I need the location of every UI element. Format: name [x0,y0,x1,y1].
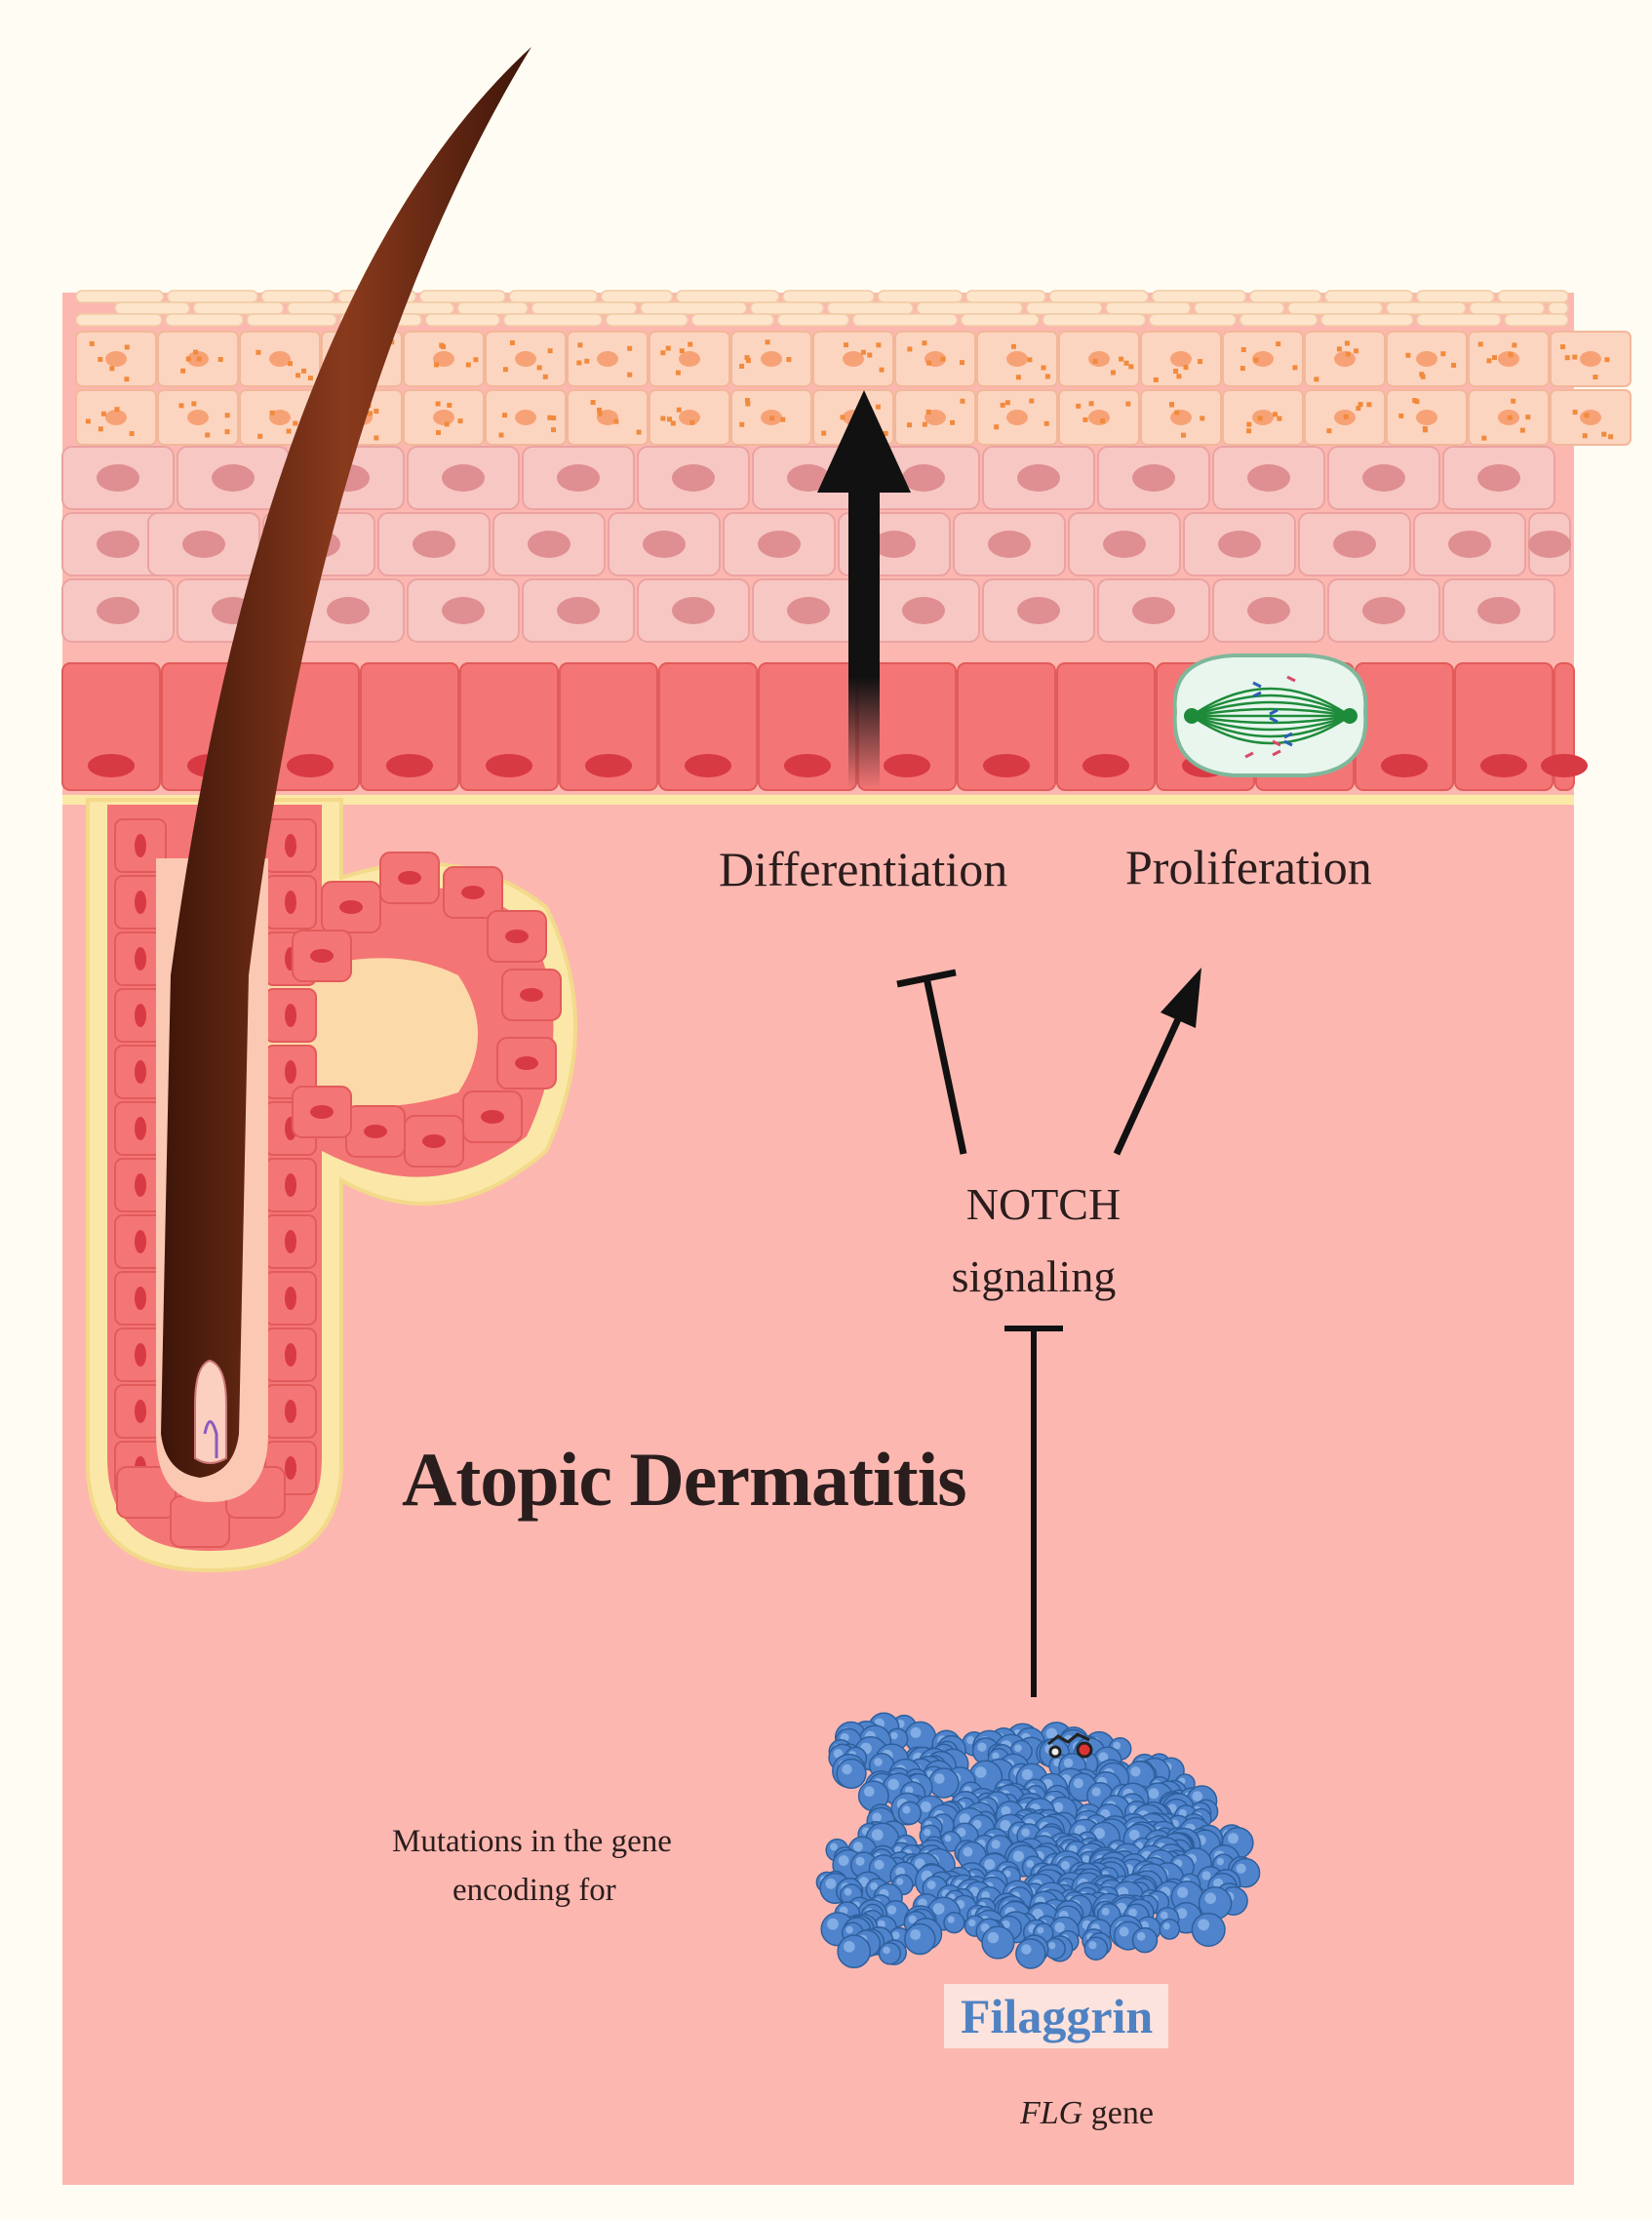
notch-promotes-proliferation-arrow [1113,968,1201,1156]
gene-symbol: FLG [1020,2095,1083,2131]
mutation-text-line2: encoding for [452,1873,616,1908]
disease-title: Atopic Dermatitis [402,1437,967,1522]
stratum-spinosum [61,446,1571,643]
differentiation-label: Differentiation [719,842,1008,896]
notch-inhibits-differentiation-arrow [896,969,967,1155]
dermal-papilla [194,1359,227,1464]
hair-shaft [161,47,531,1478]
gene-word: gene [1090,2095,1154,2131]
notch-label: NOTCH [965,1179,1121,1229]
proliferation-label: Proliferation [1125,840,1372,894]
basement-membrane [62,795,1574,805]
ligand-molecule [1047,1732,1093,1759]
mutation-text-line1: Mutations in the gene [392,1824,672,1859]
filaggrin-protein-icon [815,1712,1261,1969]
differentiation-up-arrow [817,390,911,790]
stratum-corneum [75,290,1569,327]
stratum-granulosum [75,331,1632,446]
signaling-label: signaling [951,1251,1117,1301]
filaggrin-label: Filaggrin [961,1989,1154,2043]
gene-label: FLG gene [1020,2095,1154,2132]
mitotic-cell-icon [1172,654,1368,777]
filaggrin-label-background [944,1984,1168,2048]
filaggrin-inhibits-notch-arrow [1004,1326,1063,1697]
